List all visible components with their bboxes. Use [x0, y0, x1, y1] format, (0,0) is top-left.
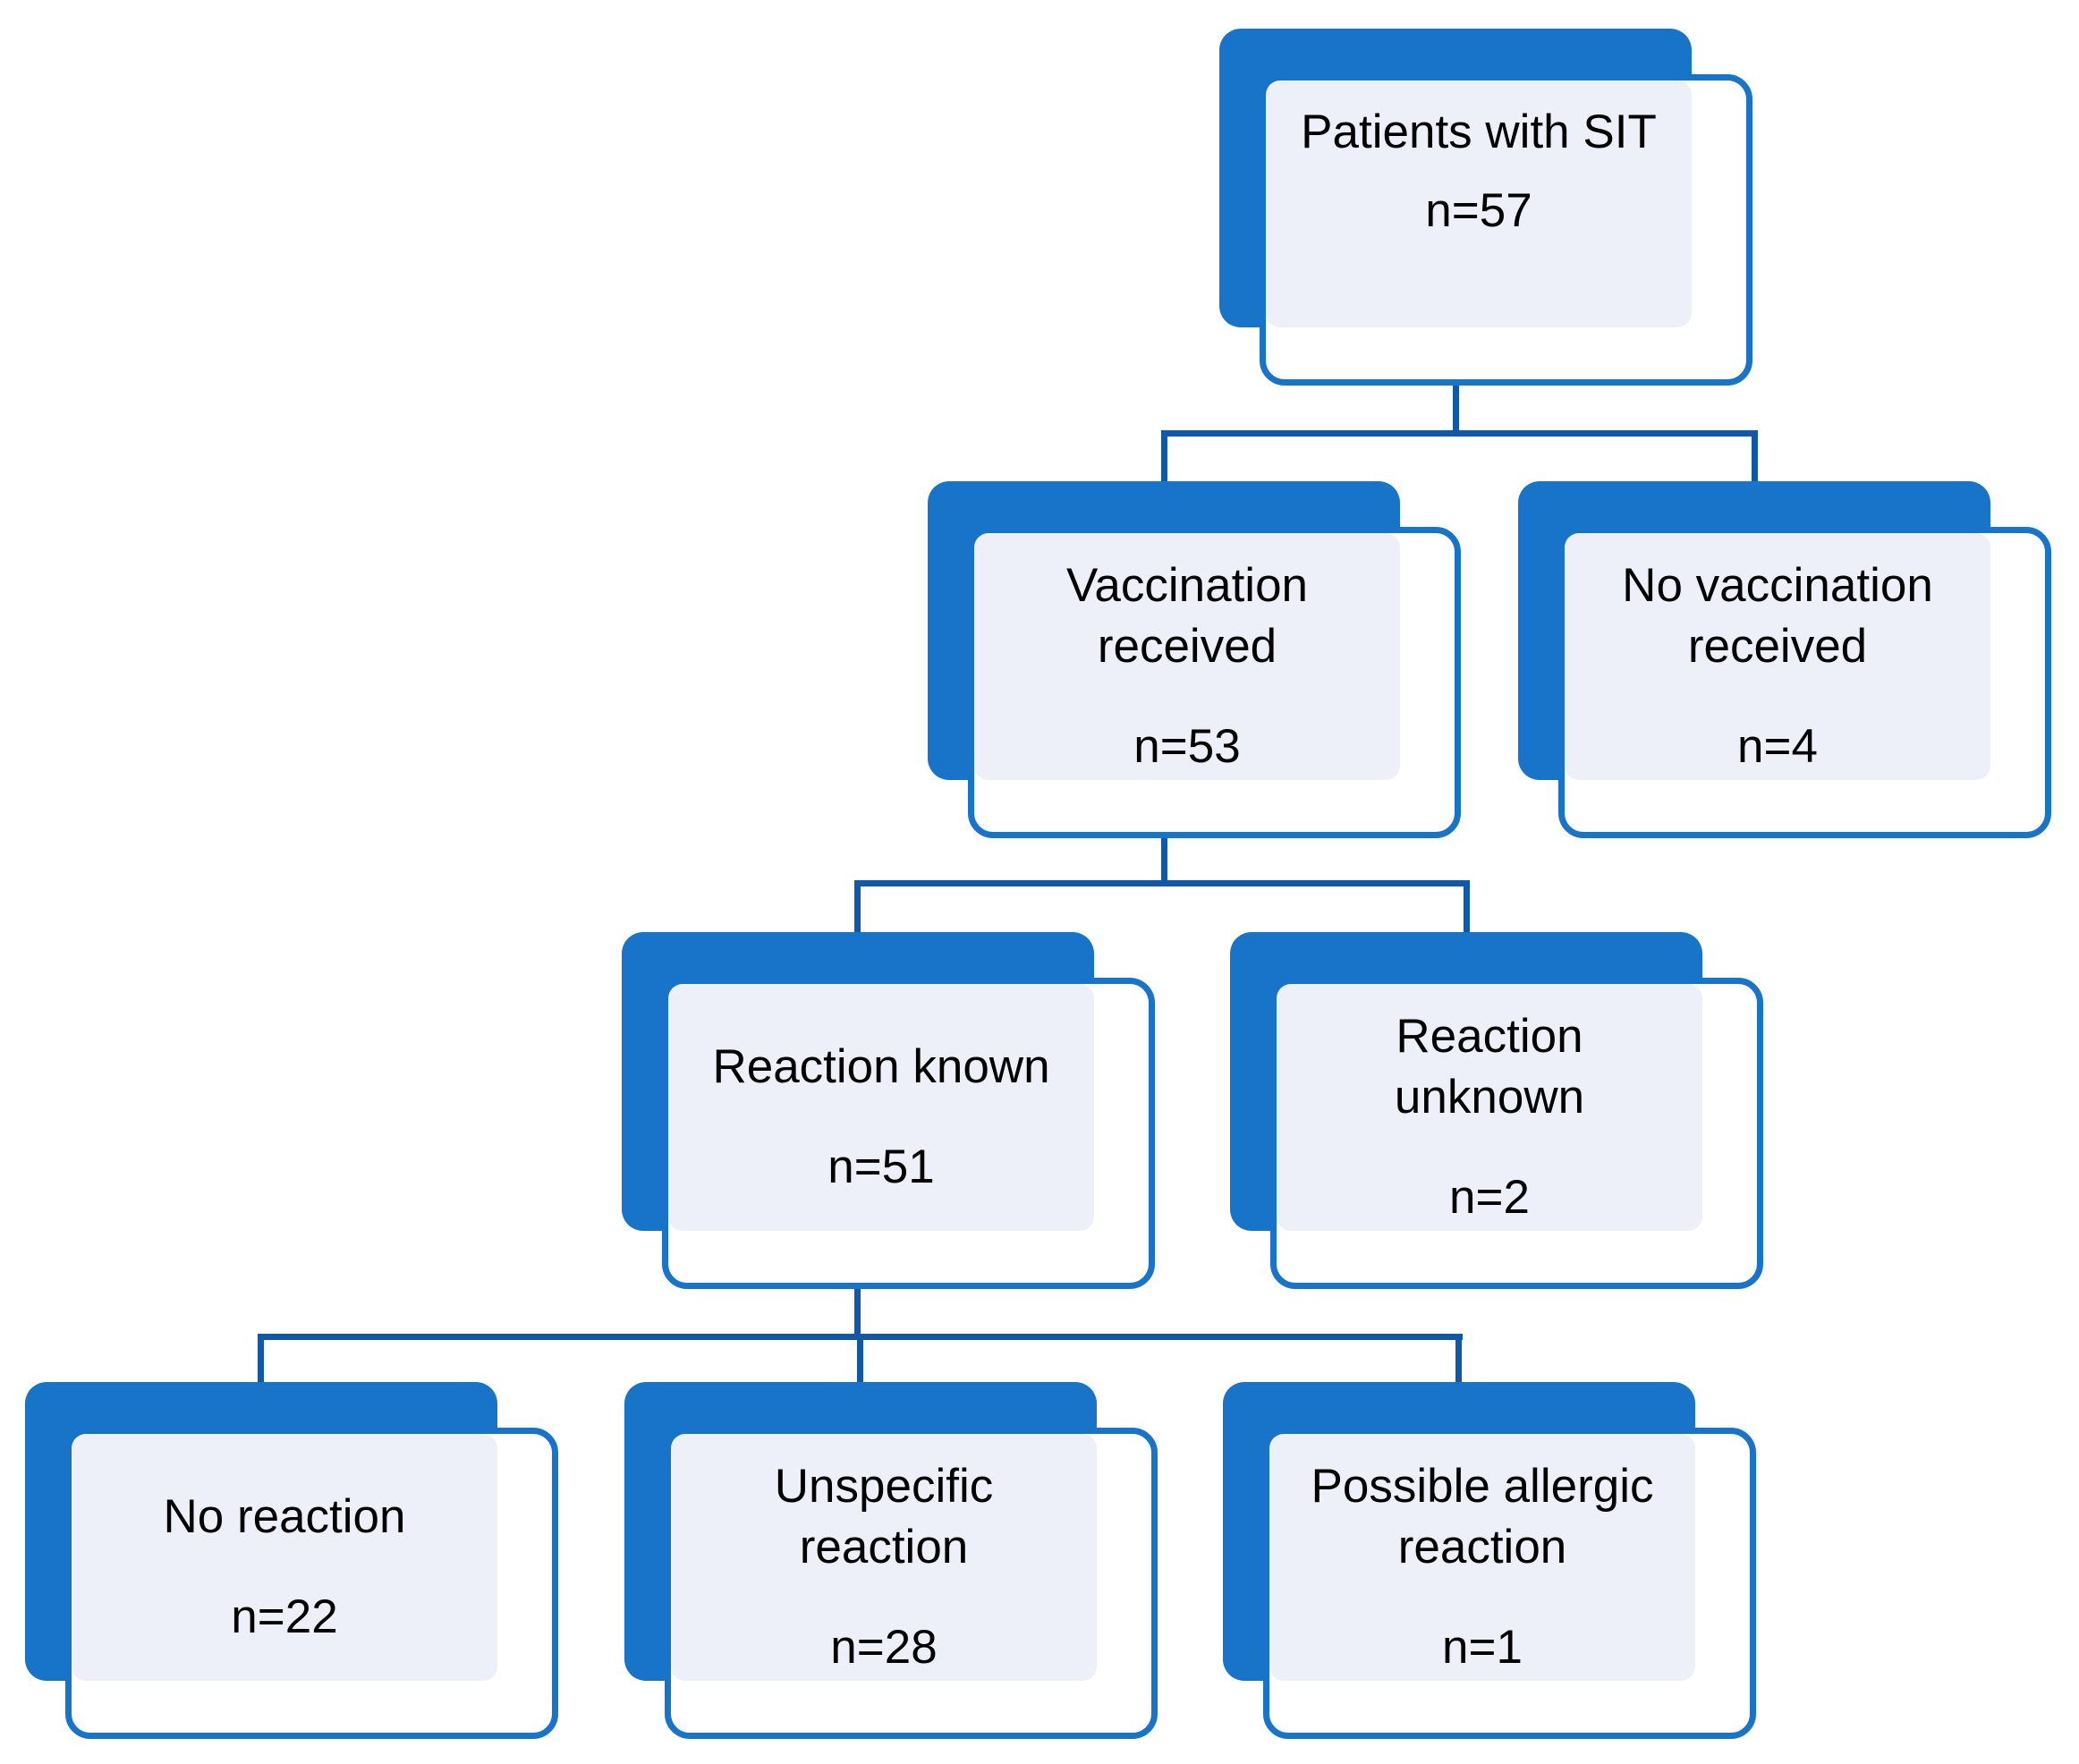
connector-stub-to-possible-allergic	[1455, 1334, 1462, 1382]
node-fill: Unspecific reaction n=28	[671, 1434, 1097, 1681]
node-fill: No reaction n=22	[72, 1434, 497, 1681]
node-fill: Reaction known n=51	[668, 984, 1094, 1231]
node-label: unknown	[1394, 1071, 1585, 1124]
node-possible-allergic-reaction: Possible allergic reaction n=1	[1223, 1382, 1756, 1739]
node-label: No vaccination	[1622, 559, 1933, 612]
node-fill: Patients with SIT n=57	[1266, 81, 1692, 327]
connector-stub-to-reaction-known	[854, 880, 861, 932]
connector-stub-to-unspecific	[857, 1334, 863, 1382]
node-label: Vaccination	[1065, 559, 1309, 612]
connector-stub-from-reaction-known	[854, 1289, 861, 1340]
node-reaction-known: Reaction known n=51	[622, 932, 1155, 1289]
node-fill: No vaccination received n=4	[1565, 533, 1990, 780]
node-count: n=2	[1449, 1171, 1530, 1224]
node-count: n=4	[1737, 720, 1818, 773]
node-label: reaction	[799, 1521, 969, 1573]
node-count: n=57	[1425, 184, 1532, 237]
node-count: n=22	[231, 1590, 338, 1643]
node-no-reaction: No reaction n=22	[25, 1382, 558, 1739]
connector-stub-to-vaccination	[1161, 430, 1167, 481]
node-reaction-unknown: Reaction unknown n=2	[1230, 932, 1763, 1289]
node-label: Reaction	[1396, 1010, 1583, 1063]
connector-stub-to-no-vaccination	[1752, 430, 1758, 481]
connector-stub-from-patients	[1453, 379, 1459, 434]
node-label: Unspecific	[774, 1460, 994, 1513]
node-fill: Reaction unknown n=2	[1277, 984, 1702, 1231]
node-vaccination-received: Vaccination received n=53	[928, 481, 1461, 838]
connector-tee-level2	[1161, 430, 1758, 437]
node-no-vaccination-received: No vaccination received n=4	[1518, 481, 2051, 838]
node-label: Possible allergic	[1311, 1460, 1654, 1513]
connector-stub-to-reaction-unknown	[1464, 880, 1470, 932]
node-label: Reaction known	[712, 1040, 1050, 1093]
node-label: Patients with SIT	[1301, 106, 1657, 158]
node-label: reaction	[1397, 1521, 1567, 1573]
connector-stub-from-vaccination	[1161, 838, 1167, 886]
node-fill: Vaccination received n=53	[974, 533, 1400, 780]
node-count: n=51	[827, 1141, 935, 1193]
node-label: received	[1687, 620, 1868, 673]
node-unspecific-reaction: Unspecific reaction n=28	[624, 1382, 1158, 1739]
node-label: received	[1097, 620, 1277, 673]
node-count: n=28	[830, 1621, 938, 1674]
node-count: n=1	[1442, 1621, 1523, 1674]
node-count: n=53	[1133, 720, 1241, 773]
node-patients-with-sit: Patients with SIT n=57	[1219, 29, 1752, 386]
connector-tee-level3	[854, 880, 1470, 886]
connector-stub-to-no-reaction	[258, 1334, 264, 1382]
node-fill: Possible allergic reaction n=1	[1269, 1434, 1695, 1681]
node-label: No reaction	[163, 1490, 406, 1543]
